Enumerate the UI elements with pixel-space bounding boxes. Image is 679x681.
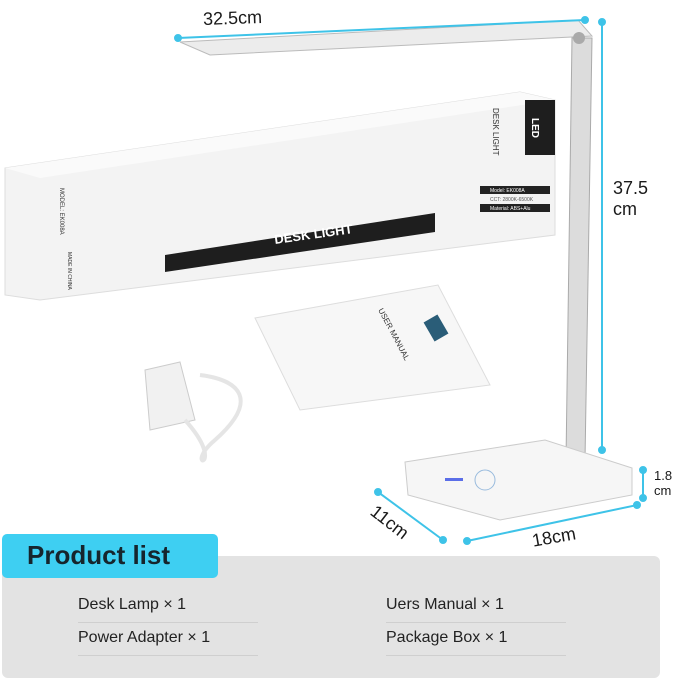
list-item: Power Adapter × 1 bbox=[78, 629, 258, 656]
svg-text:Model: EK008A: Model: EK008A bbox=[490, 188, 525, 194]
user-manual: USER MANUAL bbox=[254, 284, 491, 411]
svg-text:Material: ABS+Alu: Material: ABS+Alu bbox=[490, 206, 531, 212]
dimension-lines bbox=[174, 16, 647, 545]
list-item: Package Box × 1 bbox=[386, 629, 566, 656]
svg-text:LED: LED bbox=[529, 118, 540, 138]
length-label: 32.5cm bbox=[202, 6, 263, 30]
power-adapter bbox=[144, 361, 243, 463]
height-label: 37.5 cm bbox=[613, 178, 649, 219]
svg-text:MODEL: EK008A: MODEL: EK008A bbox=[58, 188, 64, 235]
svg-text:CCT: 2800K-6500K: CCT: 2800K-6500K bbox=[490, 197, 534, 203]
desk-lamp bbox=[179, 19, 633, 521]
svg-text:MADE IN CHINA: MADE IN CHINA bbox=[66, 252, 72, 290]
list-item: Desk Lamp × 1 bbox=[78, 596, 258, 623]
package-box: DESK LIGHT LED DESK LIGHT MODEL: EK008A … bbox=[4, 91, 556, 301]
base-height-label: 1.8 cm bbox=[654, 468, 673, 498]
svg-text:DESK LIGHT: DESK LIGHT bbox=[491, 108, 500, 156]
list-item: Uers Manual × 1 bbox=[386, 596, 566, 623]
product-list-header: Product list bbox=[2, 534, 218, 578]
